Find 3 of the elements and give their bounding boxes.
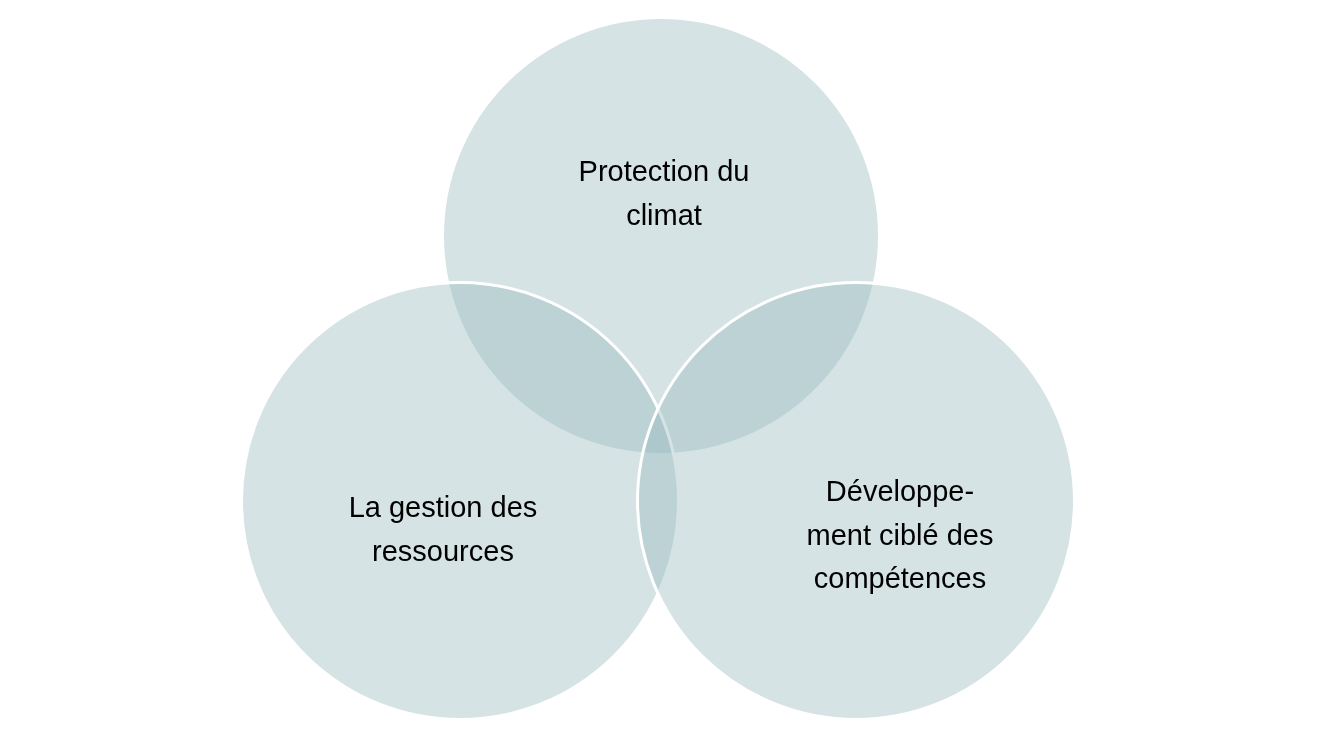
circle-label: Développe- ment ciblé des compétences bbox=[805, 473, 995, 596]
circle-label: La gestion des ressources bbox=[347, 489, 539, 568]
circle-label: Protection du climat bbox=[577, 153, 751, 232]
